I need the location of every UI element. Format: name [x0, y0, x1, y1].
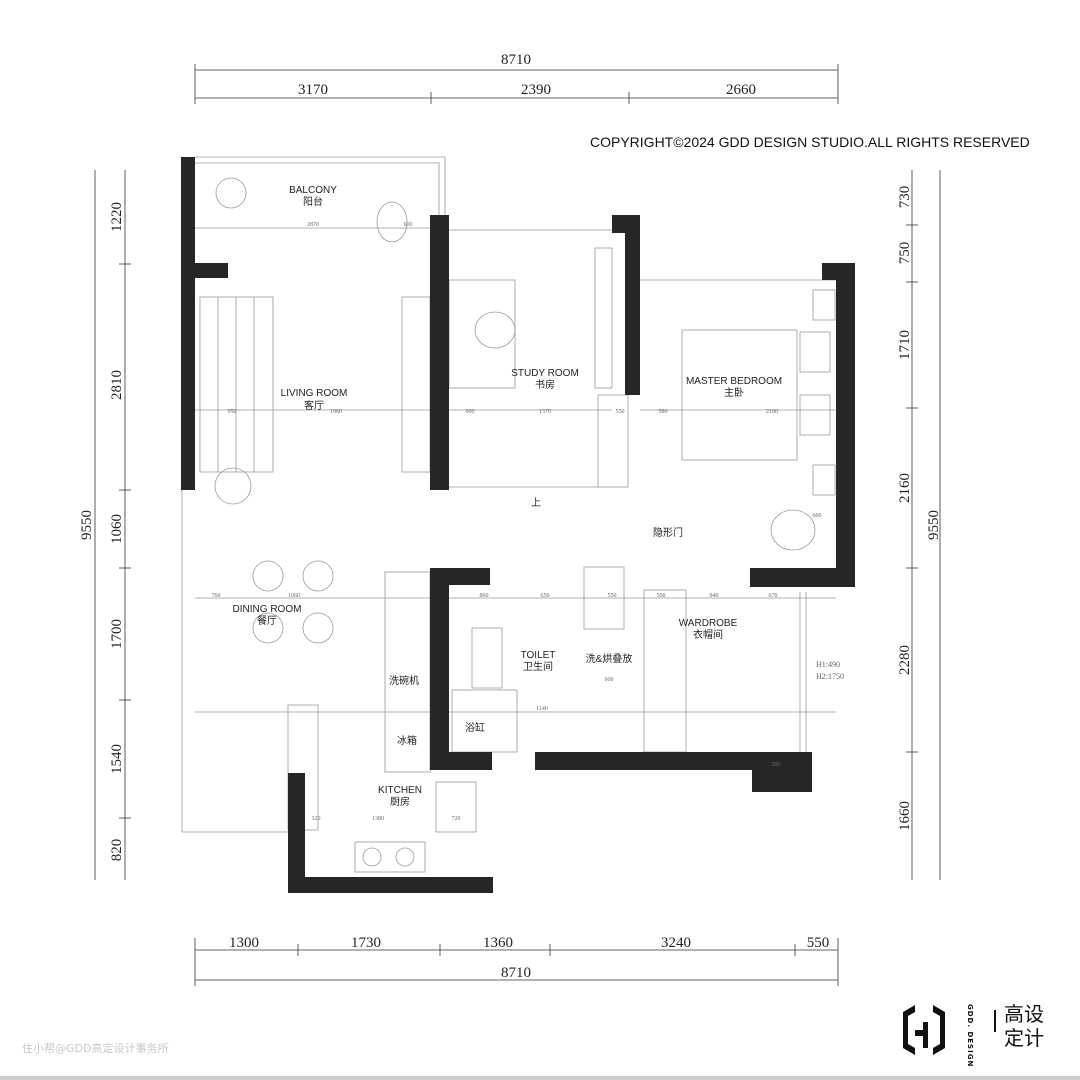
inner-dim: 500	[657, 593, 666, 599]
dim-top-2: 2390	[521, 82, 551, 98]
dim-top-3: 2660	[726, 82, 756, 98]
dim-right-6: 1660	[897, 801, 913, 831]
inner-dim: 550	[608, 593, 617, 599]
label-up: 上	[531, 497, 541, 509]
inner-dim: 550	[616, 409, 625, 415]
top-dimensions: 8710 3170 2390 2660	[194, 52, 839, 104]
inner-dim: 760	[212, 593, 221, 599]
dim-right-5: 2280	[897, 645, 913, 675]
label-washer-dryer: 洗&烘叠放	[586, 652, 633, 665]
dim-bottom-5: 550	[807, 935, 830, 951]
label-study: STUDY ROOM	[511, 368, 579, 379]
label-hidden-door: 隐形门	[653, 526, 683, 539]
inner-dim: 600	[813, 513, 822, 519]
watermark: 住小帮@GDD高定设计事务所	[22, 1042, 169, 1055]
inner-dim: 650	[541, 593, 550, 599]
inner-dim: 600	[466, 409, 475, 415]
label-study-cn: 书房	[535, 378, 555, 391]
inner-dim: 860	[480, 593, 489, 599]
inner-dim: 1960	[330, 409, 342, 415]
bottom-border	[0, 1076, 1080, 1080]
dim-left-1: 1220	[109, 202, 125, 232]
dim-left-5: 1540	[109, 744, 125, 774]
label-kitchen: KITCHEN	[378, 785, 422, 796]
inner-dim: 2190	[766, 409, 778, 415]
inner-dim: 950	[228, 409, 237, 415]
inner-dim: 940	[710, 593, 719, 599]
dim-bottom-4: 3240	[661, 935, 691, 951]
dim-left-2: 2810	[109, 370, 125, 400]
copyright-notice: COPYRIGHT©2024 GDD DESIGN STUDIO.ALL RIG…	[590, 134, 1030, 150]
inner-dim: 600	[605, 677, 614, 683]
room-labels: BALCONY 阳台 LIVING ROOM 客厅 STUDY ROOM 书房 …	[233, 185, 783, 808]
label-wardrobe-cn: 衣帽间	[693, 628, 723, 641]
fixture-labels: 洗碗机 冰箱 浴缸 洗&烘叠放 隐形门 上 H1:490 H2:1750	[389, 497, 844, 747]
dim-top-1: 3170	[298, 82, 328, 98]
label-fridge: 冰箱	[397, 734, 417, 747]
left-dimensions: 1220 2810 1060 1700 1540 820 9550	[79, 170, 131, 880]
dim-right-4: 2160	[897, 473, 913, 503]
label-living: LIVING ROOM	[281, 388, 348, 399]
dim-right-2: 750	[897, 242, 913, 265]
label-toilet: TOILET	[521, 650, 556, 661]
dim-top-total: 8710	[501, 52, 531, 68]
inner-dim: 280	[772, 762, 781, 768]
label-bathtub: 浴缸	[465, 721, 485, 734]
label-wardrobe: WARDROBE	[679, 618, 738, 629]
label-dining: DINING ROOM	[233, 604, 302, 615]
inner-dim: 720	[452, 816, 461, 822]
dim-left-total: 9550	[79, 510, 95, 540]
label-dining-cn: 餐厅	[257, 614, 277, 627]
inner-dim: 600	[404, 222, 413, 228]
walls	[181, 157, 855, 893]
dim-bottom-2: 1730	[351, 935, 381, 951]
inner-dimension-labels: 2870 600 950 1960 600 1370 550 580 2190 …	[212, 222, 822, 822]
dim-right-1: 730	[897, 186, 913, 209]
logo-text-cn: 高设定计	[1004, 1002, 1044, 1050]
inner-dim: 1060	[288, 593, 300, 599]
label-h1: H1:490	[816, 660, 840, 669]
label-dishwasher: 洗碗机	[389, 674, 419, 687]
inner-dim: 1370	[539, 409, 551, 415]
label-toilet-cn: 卫生间	[523, 660, 553, 673]
dim-left-4: 1700	[109, 619, 125, 649]
dim-bottom-3: 1360	[483, 935, 513, 951]
label-living-cn: 客厅	[304, 399, 324, 412]
inner-dim: 320	[312, 816, 321, 822]
label-master-cn: 主卧	[724, 386, 744, 399]
inner-dim: 670	[769, 593, 778, 599]
label-h2: H2:1750	[816, 672, 844, 681]
right-dimensions: 730 750 1710 2160 2280 1660 9550	[897, 170, 942, 880]
inner-dim: 580	[659, 409, 668, 415]
gdd-logo-icon	[903, 1005, 996, 1055]
label-master: MASTER BEDROOM	[686, 376, 782, 387]
label-balcony: BALCONY	[289, 185, 337, 196]
dim-bottom-total: 8710	[501, 965, 531, 981]
logo-text-en: GDD. DESIGN	[966, 1004, 974, 1068]
inner-dim: 1380	[372, 816, 384, 822]
label-balcony-cn: 阳台	[303, 195, 323, 208]
dim-left-6: 820	[109, 839, 125, 862]
inner-dim: 1140	[536, 706, 548, 712]
label-kitchen-cn: 厨房	[390, 795, 410, 808]
dim-left-3: 1060	[109, 514, 125, 544]
inner-dim: 2870	[307, 222, 319, 228]
dim-right-3: 1710	[897, 330, 913, 360]
bottom-dimensions: 1300 1730 1360 3240 550 8710	[194, 935, 839, 986]
dim-right-total: 9550	[926, 510, 942, 540]
dim-bottom-1: 1300	[229, 935, 259, 951]
